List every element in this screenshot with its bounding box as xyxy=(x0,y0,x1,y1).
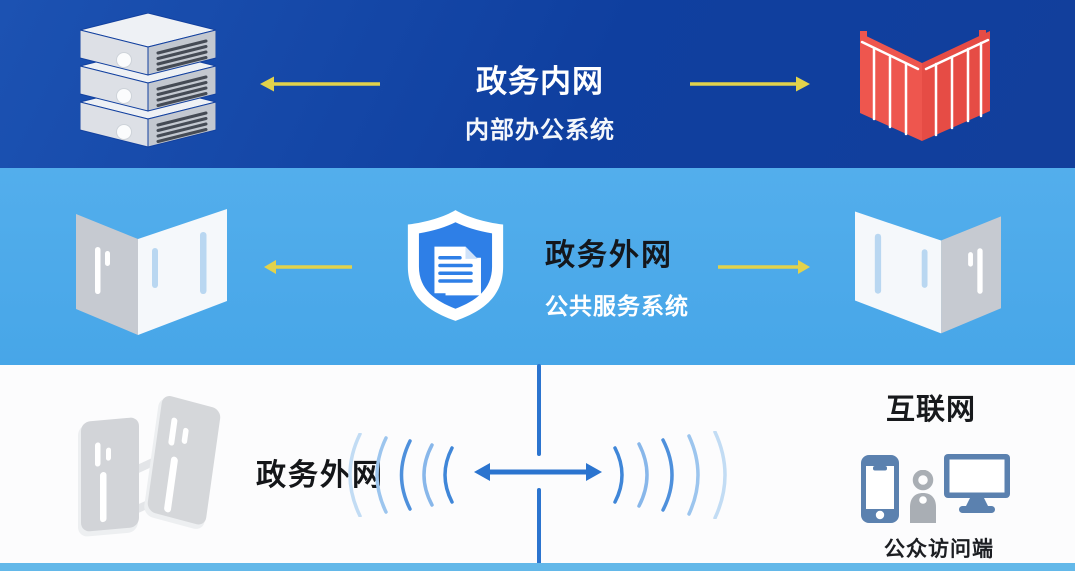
intranet-heading: 政务内网 内部办公系统 xyxy=(420,56,660,145)
extranet-band: 政务外网 公共服务系统 xyxy=(0,168,1075,365)
extranet-subtitle: 公共服务系统 xyxy=(545,293,689,319)
server-stack-icon xyxy=(80,13,216,149)
smartphone-icon xyxy=(861,455,899,523)
arrow-left-icon xyxy=(258,75,382,93)
arrow-right-icon xyxy=(688,75,812,93)
extranet-title: 政务外网 xyxy=(545,239,673,272)
gateway-icon xyxy=(75,390,225,552)
internet-label: 互联网 xyxy=(886,394,977,426)
vertical-connector-line xyxy=(537,364,541,456)
vertical-connector-line xyxy=(537,488,541,571)
arrow-left-icon xyxy=(262,259,354,275)
arrow-right-icon xyxy=(716,259,812,275)
intranet-subtitle: 内部办公系统 xyxy=(465,117,615,144)
shield-document-icon xyxy=(400,209,511,322)
double-arrow-icon xyxy=(474,460,602,484)
intranet-title: 政务内网 xyxy=(476,64,604,99)
intranet-band: 政务内网 内部办公系统 xyxy=(0,0,1075,168)
public-access-label: 公众访问端 xyxy=(884,538,994,561)
monitor-icon xyxy=(944,453,1010,515)
person-icon xyxy=(906,470,940,523)
gateway-label: 政务外网 xyxy=(256,459,384,492)
signal-waves-left-icon xyxy=(344,433,474,517)
firewall-right-icon xyxy=(855,202,1001,339)
bottom-strip xyxy=(0,563,1075,571)
extranet-heading: 政务外网 公共服务系统 xyxy=(545,230,785,321)
red-firewall-icon xyxy=(860,30,992,144)
firewall-left-icon xyxy=(76,202,227,338)
signal-waves-right-icon xyxy=(607,431,749,519)
internet-band: 政务外网 xyxy=(0,364,1075,571)
